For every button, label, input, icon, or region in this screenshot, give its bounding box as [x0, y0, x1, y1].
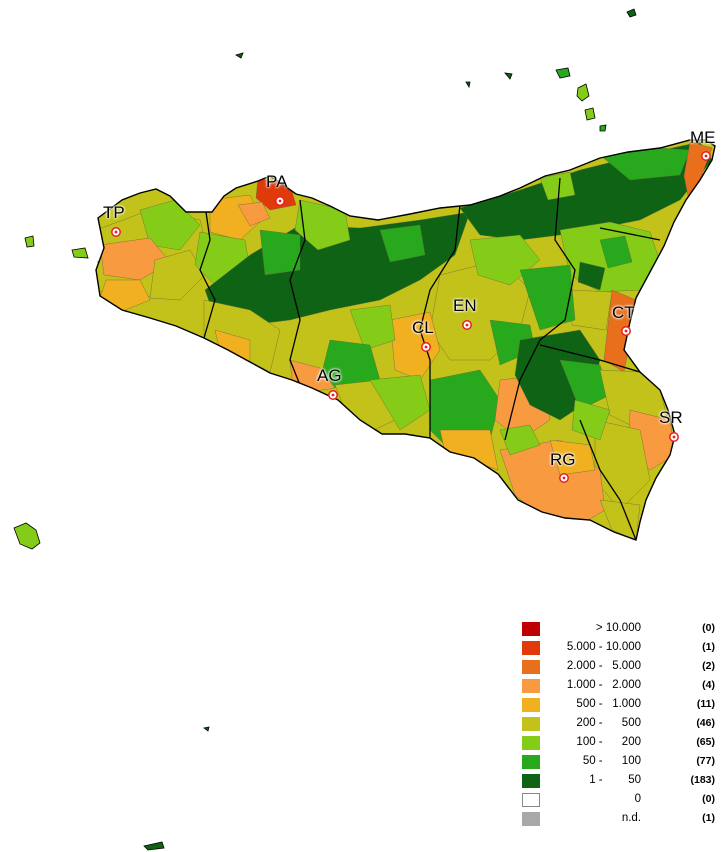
legend-count: (46) — [696, 717, 715, 729]
legend-swatch — [522, 736, 540, 750]
legend-swatch — [522, 755, 540, 769]
legend-item: 500 - 1.000 (11) — [522, 698, 722, 712]
legend-swatch — [522, 660, 540, 674]
legend-range: 100 - 200 — [576, 736, 641, 748]
legend-swatch — [522, 717, 540, 731]
city-marker-rg — [559, 473, 569, 483]
city-label-ct: CT — [612, 303, 635, 322]
legend-swatch — [522, 812, 540, 826]
legend-count: (11) — [696, 698, 715, 710]
legend-count: (0) — [702, 793, 715, 805]
municipality-zones — [96, 141, 713, 540]
legend-item: 5.000 - 10.000 (1) — [522, 641, 722, 655]
legend-range: 2.000 - 5.000 — [566, 660, 641, 672]
city-marker-ag — [328, 390, 338, 400]
legend-swatch — [522, 679, 540, 693]
legend-range: 1.000 - 2.000 — [566, 679, 641, 691]
legend-count: (0) — [702, 622, 715, 634]
legend-swatch — [522, 793, 540, 807]
legend-range: 500 - 1.000 — [576, 698, 641, 710]
legend-count: (2) — [702, 660, 715, 672]
sicily-outline — [95, 139, 716, 541]
city-marker-en — [462, 320, 472, 330]
city-label-sr: SR — [659, 408, 683, 427]
legend-item: 1.000 - 2.000 (4) — [522, 679, 722, 693]
legend-count: (4) — [702, 679, 715, 691]
legend-item: n.d. (1) — [522, 812, 722, 826]
legend-swatch — [522, 641, 540, 655]
legend-range: n.d. — [621, 812, 641, 824]
legend-item: 2.000 - 5.000 (2) — [522, 660, 722, 674]
city-marker-tp — [111, 227, 121, 237]
legend-range: 50 - 100 — [582, 755, 641, 767]
province-borders — [199, 177, 661, 540]
legend-range: 0 — [634, 793, 641, 805]
legend-swatch — [522, 622, 540, 636]
legend-swatch — [522, 774, 540, 788]
legend-swatch — [522, 698, 540, 712]
legend-range: 1 - 50 — [589, 774, 641, 786]
city-label-ag: AG — [317, 366, 342, 385]
city-marker-cl — [421, 342, 431, 352]
city-label-en: EN — [453, 296, 477, 315]
city-label-cl: CL — [412, 318, 434, 337]
legend-item: 200 - 500 (46) — [522, 717, 722, 731]
city-label-rg: RG — [550, 450, 576, 469]
legend-range: 200 - 500 — [576, 717, 641, 729]
city-marker-pa — [275, 196, 285, 206]
city-marker-ct — [621, 326, 631, 336]
city-label-me: ME — [690, 128, 716, 147]
city-label-pa: PA — [266, 172, 288, 191]
legend-count: (1) — [702, 812, 715, 824]
legend-count: (77) — [696, 755, 715, 767]
legend-count: (1) — [702, 641, 715, 653]
legend-item: 0 (0) — [522, 793, 722, 807]
minor-islands — [13, 8, 637, 851]
legend-item: 50 - 100 (77) — [522, 755, 722, 769]
legend-item: 100 - 200 (65) — [522, 736, 722, 750]
legend-item: 1 - 50 (183) — [522, 774, 722, 788]
city-markers — [111, 151, 711, 483]
legend-count: (183) — [690, 774, 715, 786]
city-label-tp: TP — [103, 203, 125, 222]
city-marker-sr — [669, 432, 679, 442]
legend-item: > 10.000 (0) — [522, 622, 722, 636]
legend-range: 5.000 - 10.000 — [566, 641, 641, 653]
legend-count: (65) — [696, 736, 715, 748]
city-marker-me — [701, 151, 711, 161]
legend-range: > 10.000 — [595, 622, 641, 634]
